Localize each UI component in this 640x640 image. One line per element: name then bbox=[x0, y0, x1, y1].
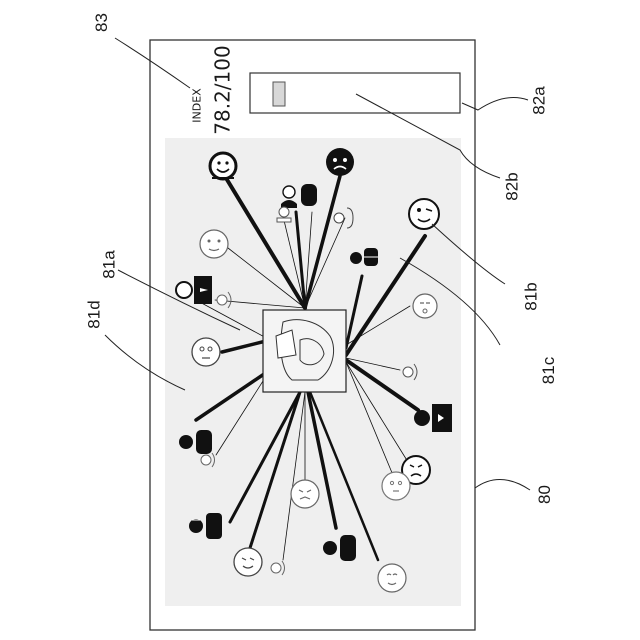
sleepy-face-icon[interactable] bbox=[413, 294, 437, 318]
central-node[interactable] bbox=[263, 310, 346, 392]
smiley-face-icon[interactable] bbox=[210, 153, 236, 179]
ref-label-81b: 81b bbox=[523, 282, 540, 310]
neutral-face-icon[interactable] bbox=[382, 472, 410, 500]
winking-face-icon[interactable] bbox=[409, 199, 439, 229]
slider-handle[interactable] bbox=[273, 82, 285, 106]
neutral-face-icon[interactable] bbox=[378, 564, 406, 592]
ref-label-80: 80 bbox=[536, 485, 553, 504]
ref-label-82b: 82b bbox=[504, 172, 521, 200]
neutral-face-icon[interactable] bbox=[291, 480, 319, 508]
index-value: 78.2/100 bbox=[213, 45, 233, 134]
ref-label-81a: 81a bbox=[101, 250, 118, 278]
ref-label-81d: 81d bbox=[86, 300, 103, 328]
leader-80 bbox=[475, 479, 530, 490]
winking-face-icon[interactable] bbox=[234, 548, 262, 576]
ref-label-82a: 82a bbox=[531, 86, 548, 114]
neutral-face-icon[interactable] bbox=[192, 338, 220, 366]
angry-face-icon[interactable] bbox=[326, 148, 354, 176]
ref-label-81c: 81c bbox=[540, 357, 557, 384]
neutral-face-icon[interactable] bbox=[200, 230, 228, 258]
ref-label-83: 83 bbox=[93, 13, 110, 32]
index-caption: INDEX bbox=[192, 88, 203, 122]
